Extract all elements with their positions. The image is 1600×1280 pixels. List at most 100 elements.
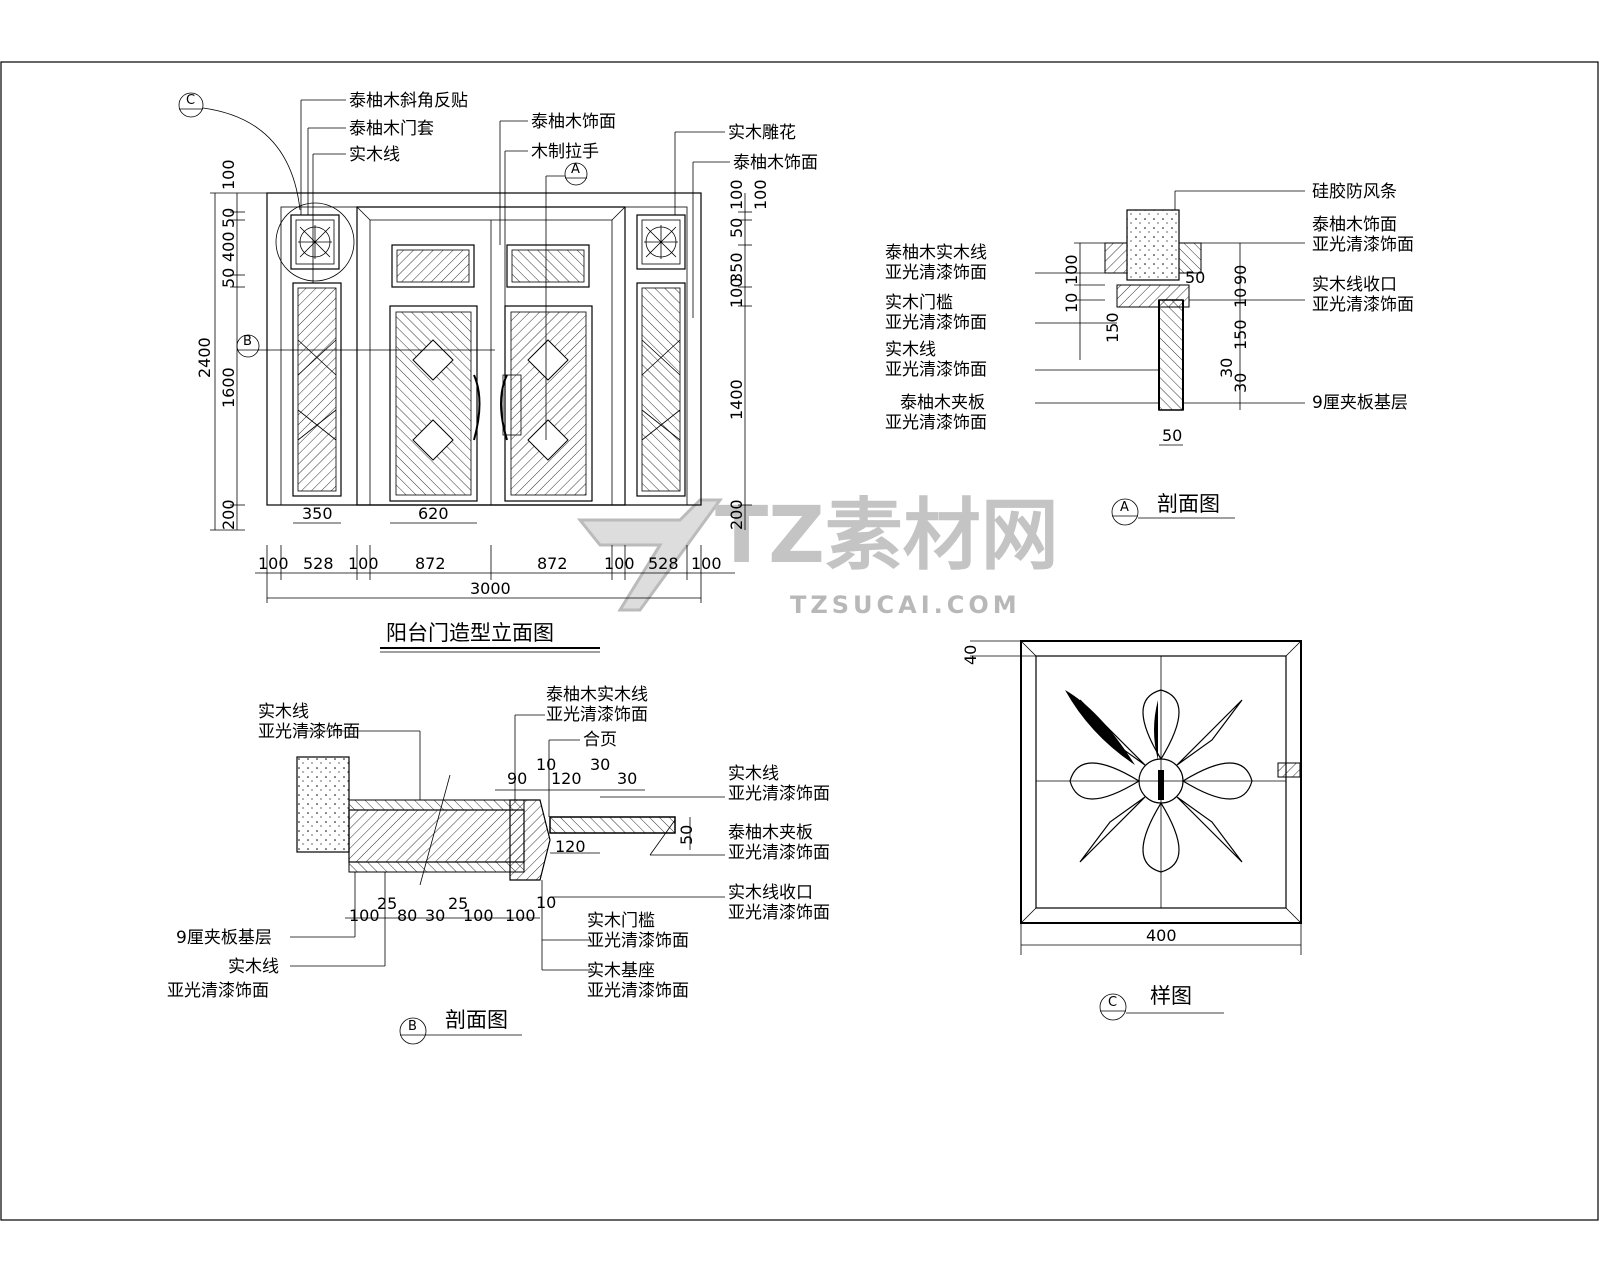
- dim-right-1400: 1400: [727, 379, 746, 420]
- dim-right-200: 200: [727, 499, 746, 530]
- section-b-leaf: [549, 816, 676, 834]
- dim-right-100b: 100: [751, 179, 770, 210]
- dim-bottom-100a: 100: [258, 554, 289, 573]
- sa-label-matte: 亚光清漆饰面: [885, 263, 987, 283]
- sb-label-base-ply: 9厘夹板基层: [176, 928, 272, 948]
- sb-label-matte6: 亚光清漆饰面: [728, 903, 830, 923]
- sa-dim-30: 30: [1217, 358, 1236, 378]
- dim-left-50: 50: [219, 208, 238, 228]
- sb-dim-90: 90: [507, 769, 527, 788]
- dim-inner-620: 620: [418, 504, 449, 523]
- bubble-c-letter: C: [186, 93, 195, 108]
- sa-dim-50: 50: [1185, 268, 1205, 287]
- door-inner-frame: [369, 219, 613, 506]
- sa-dim-150: 150: [1103, 312, 1122, 343]
- sb-dim-120b: 120: [555, 837, 586, 856]
- dim-right-50: 50: [727, 218, 746, 238]
- dim-left-200: 200: [219, 499, 238, 530]
- dim-bottom-100d: 100: [691, 554, 722, 573]
- door-handle-icon: [473, 374, 481, 441]
- label-teak-casing: 泰柚木门套: [349, 119, 434, 139]
- dim-right-350: 350: [727, 252, 746, 283]
- sb-label-base: 实木基座: [587, 961, 655, 981]
- dim-right-100c: 100: [727, 277, 746, 308]
- door-frame: [356, 206, 626, 506]
- sb-label-matte: 亚光清漆饰面: [258, 722, 360, 742]
- section-b-view: 实木线 亚光清漆饰面 9厘夹板基层 实木线 亚光清漆饰面 泰柚木实木线 亚光清漆…: [167, 685, 830, 1045]
- elevation-right-dims: 100 50 100 350 100 1400 200: [727, 179, 770, 530]
- sb-dim-50: 50: [677, 825, 696, 845]
- sb-dim-b25: 25: [377, 894, 397, 913]
- door-leaf-left: [389, 244, 481, 502]
- sa-dim-bottom-50: 50: [1162, 426, 1182, 445]
- dim-bottom-528b: 528: [648, 554, 679, 573]
- bubble-c-callout: C: [178, 92, 355, 282]
- label-teak-bevel: 泰柚木斜角反贴: [349, 91, 468, 111]
- section-a-wall: [1126, 209, 1180, 281]
- sb-label-matte2: 亚光清漆饰面: [167, 981, 269, 1001]
- watermark-cn: TZ素材网: [715, 491, 1059, 581]
- elevation-view: 泰柚木斜角反贴 泰柚木门套 实木线 泰柚木饰面 木制拉手 实木雕花 泰柚木饰面 …: [178, 91, 818, 653]
- dim-total-3000: 3000: [470, 579, 511, 598]
- left-side-panel: [290, 214, 342, 497]
- elevation-inner-frame: [280, 206, 688, 506]
- sb-label-hinge: 合页: [583, 730, 617, 750]
- sb-dim-30: 30: [590, 755, 610, 774]
- dim-bottom-100b: 100: [348, 554, 379, 573]
- elevation-labels: 泰柚木斜角反贴 泰柚木门套 实木线 泰柚木饰面 木制拉手 实木雕花 泰柚木饰面: [300, 91, 818, 375]
- detail-c-title: 样图: [1150, 984, 1192, 1008]
- dim-left-2400: 2400: [195, 337, 214, 378]
- sb-dim-10: 10: [536, 755, 556, 774]
- dim-bottom-872b: 872: [537, 554, 568, 573]
- sb-dim-b100b: 100: [463, 906, 494, 925]
- dc-dim-400: 400: [1146, 926, 1177, 945]
- sa-label-matte6: 亚光清漆饰面: [1312, 295, 1414, 315]
- sheet-border: [0, 61, 1599, 1221]
- sb-dim-120: 120: [551, 769, 582, 788]
- label-solid-wood-line: 实木线: [349, 145, 400, 165]
- door-handle-icon: [500, 374, 508, 441]
- sb-dim-b25b: 25: [448, 894, 468, 913]
- sa-label-seal: 硅胶防风条: [1312, 182, 1397, 202]
- section-b-frame: [348, 809, 525, 863]
- sb-label-trim: 实木线收口: [728, 883, 813, 903]
- section-a-panel: [1158, 299, 1184, 411]
- section-a-title: 剖面图: [1157, 492, 1220, 516]
- sa-label-teak-solid: 泰柚木实木线: [885, 243, 987, 263]
- sa-label-teak-veneer: 泰柚木饰面: [1312, 215, 1397, 235]
- watermark-en: TZSUCAI.COM: [790, 591, 1021, 619]
- section-b-wall: [296, 756, 350, 853]
- sb-label-solid-line2: 实木线: [228, 957, 279, 977]
- sb-label-matte3: 亚光清漆饰面: [546, 705, 648, 725]
- section-b-title: 剖面图: [445, 1008, 508, 1032]
- section-a-bubble: A: [1120, 500, 1129, 515]
- sb-dim-30b: 30: [617, 769, 637, 788]
- sb-label-threshold: 实木门槛: [587, 911, 655, 931]
- sa-dim-90: 90: [1231, 265, 1250, 285]
- sb-dim-b80: 80: [397, 906, 417, 925]
- sa-label-matte3: 亚光清漆饰面: [885, 360, 987, 380]
- bubble-b-letter: B: [243, 334, 252, 349]
- detail-c-outer: [1020, 640, 1302, 924]
- sa-dim-150b: 150: [1231, 319, 1250, 350]
- sa-dim-30b: 30: [1231, 373, 1250, 393]
- dim-left-1600: 1600: [219, 367, 238, 408]
- bubble-a-letter: A: [571, 162, 580, 177]
- dim-bottom-872a: 872: [415, 554, 446, 573]
- elevation-bottom-dims: 100 528 100 872 872 100 528 100 3000: [255, 545, 735, 603]
- sb-dim-b10: 10: [536, 893, 556, 912]
- sb-label-matte7: 亚光清漆饰面: [587, 931, 689, 951]
- right-side-panel: [636, 214, 686, 497]
- sa-label-solid-line: 实木线: [885, 340, 936, 360]
- sb-dim-b100c: 100: [505, 906, 536, 925]
- elevation-inner-dims: 350 620: [293, 504, 477, 524]
- sb-label-matte8: 亚光清漆饰面: [587, 981, 689, 1001]
- sa-label-matte5: 亚光清漆饰面: [1312, 235, 1414, 255]
- sb-label-solid-line3: 实木线: [728, 764, 779, 784]
- elevation-left-dims: 100 50 400 50 2400 1600 200: [195, 159, 270, 531]
- sb-dim-b30: 30: [425, 906, 445, 925]
- sa-dim-100: 100: [1062, 254, 1081, 285]
- sb-label-teak-solid: 泰柚木实木线: [546, 685, 648, 705]
- dim-right-100: 100: [727, 179, 746, 210]
